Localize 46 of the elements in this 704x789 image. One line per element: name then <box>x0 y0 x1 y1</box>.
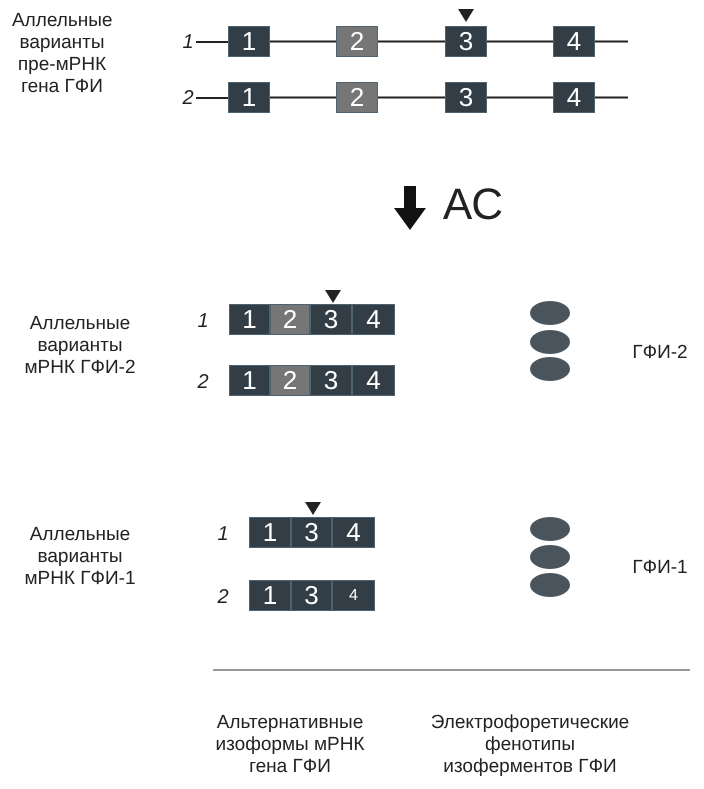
intron-line <box>270 96 336 98</box>
process-label: АС <box>442 180 504 230</box>
intron-line <box>196 41 228 43</box>
row-caption: Аллельные варианты мРНК ГФИ-2 <box>23 313 137 379</box>
exon-box: 1 <box>249 580 291 611</box>
row-number: 2 <box>180 86 196 110</box>
intron-line <box>595 40 628 42</box>
phenotype-label: ГФИ-2 <box>631 342 689 364</box>
row-number: 1 <box>180 30 196 54</box>
exon-box: 2 <box>336 82 378 113</box>
row-number: 1 <box>196 310 210 332</box>
row-number: 1 <box>216 523 230 545</box>
exon-box: 3 <box>445 26 487 57</box>
intron-line <box>378 96 445 98</box>
row-caption: Аллельные варианты мРНК ГФИ-1 <box>23 524 137 590</box>
row-caption: Аллельные варианты пре-мРНК гена ГФИ <box>12 10 112 98</box>
phenotype-label: ГФИ-1 <box>631 557 689 579</box>
column-caption: Электрофоретические фенотипы изоферментов ГФИ <box>430 712 630 778</box>
exon-box: 1 <box>228 82 270 113</box>
exon-box: 3 <box>310 304 352 335</box>
intron-line <box>595 96 628 98</box>
exon-box: 4 <box>332 517 375 548</box>
intron-line <box>196 97 228 99</box>
exon-box: 2 <box>336 26 378 57</box>
row-number: 2 <box>196 371 210 393</box>
exon-box: 4 <box>553 26 595 57</box>
exon-box: 1 <box>229 365 270 396</box>
exon-box: 3 <box>291 580 332 611</box>
column-caption: Альтернативные изоформы мРНК гена ГФИ <box>214 712 366 778</box>
intron-line <box>487 40 553 42</box>
exon-box: 1 <box>228 26 270 57</box>
exon-box: 3 <box>291 517 332 548</box>
exon-box: 4 <box>352 365 395 396</box>
row-number: 2 <box>216 586 230 608</box>
exon-box: 1 <box>229 304 270 335</box>
exon-box: 2 <box>270 304 310 335</box>
exon-box: 4 <box>332 580 375 611</box>
intron-line <box>487 96 553 98</box>
exon-box: 2 <box>270 365 310 396</box>
intron-line <box>270 40 336 42</box>
exon-box: 4 <box>352 304 395 335</box>
exon-box: 3 <box>310 365 352 396</box>
intron-line <box>378 40 445 42</box>
exon-box: 1 <box>249 517 291 548</box>
exon-box: 3 <box>445 82 487 113</box>
exon-box: 4 <box>553 82 595 113</box>
